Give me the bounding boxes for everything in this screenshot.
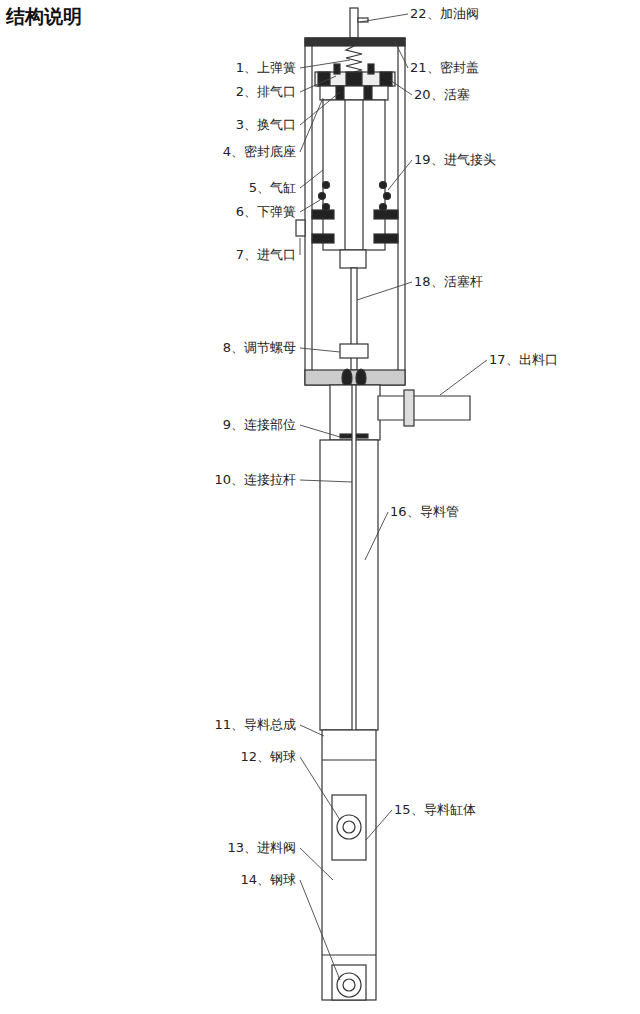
callout-label: 5、气缸 [249,180,296,196]
callout-label: 18、活塞杆 [414,274,483,290]
callout-label: 6、下弹簧 [236,204,296,220]
callout-label: 11、导料总成 [214,717,296,733]
callout-label: 22、加油阀 [410,6,479,22]
callout-label: 16、导料管 [390,504,459,520]
callout-label: 1、上弹簧 [236,60,296,76]
callout-label: 2、排气口 [236,84,296,100]
callout-label: 20、活塞 [414,87,470,103]
callout-label: 12、钢球 [240,749,296,765]
callout-label: 14、钢球 [240,872,296,888]
callout-label: 3、换气口 [236,117,296,133]
callout-label: 8、调节螺母 [223,340,296,356]
callout-label: 13、进料阀 [227,840,296,856]
callout-label: 7、进气口 [236,247,296,263]
callout-label: 10、连接拉杆 [214,472,296,488]
callout-label: 21、密封盖 [410,60,479,76]
callout-label: 4、密封底座 [223,144,296,160]
diagram-title: 结构说明 [6,4,82,30]
callout-label: 9、连接部位 [223,417,296,433]
callout-label: 17、出料口 [489,352,558,368]
callout-label: 19、进气接头 [414,152,496,168]
callout-label: 15、导料缸体 [394,802,476,818]
